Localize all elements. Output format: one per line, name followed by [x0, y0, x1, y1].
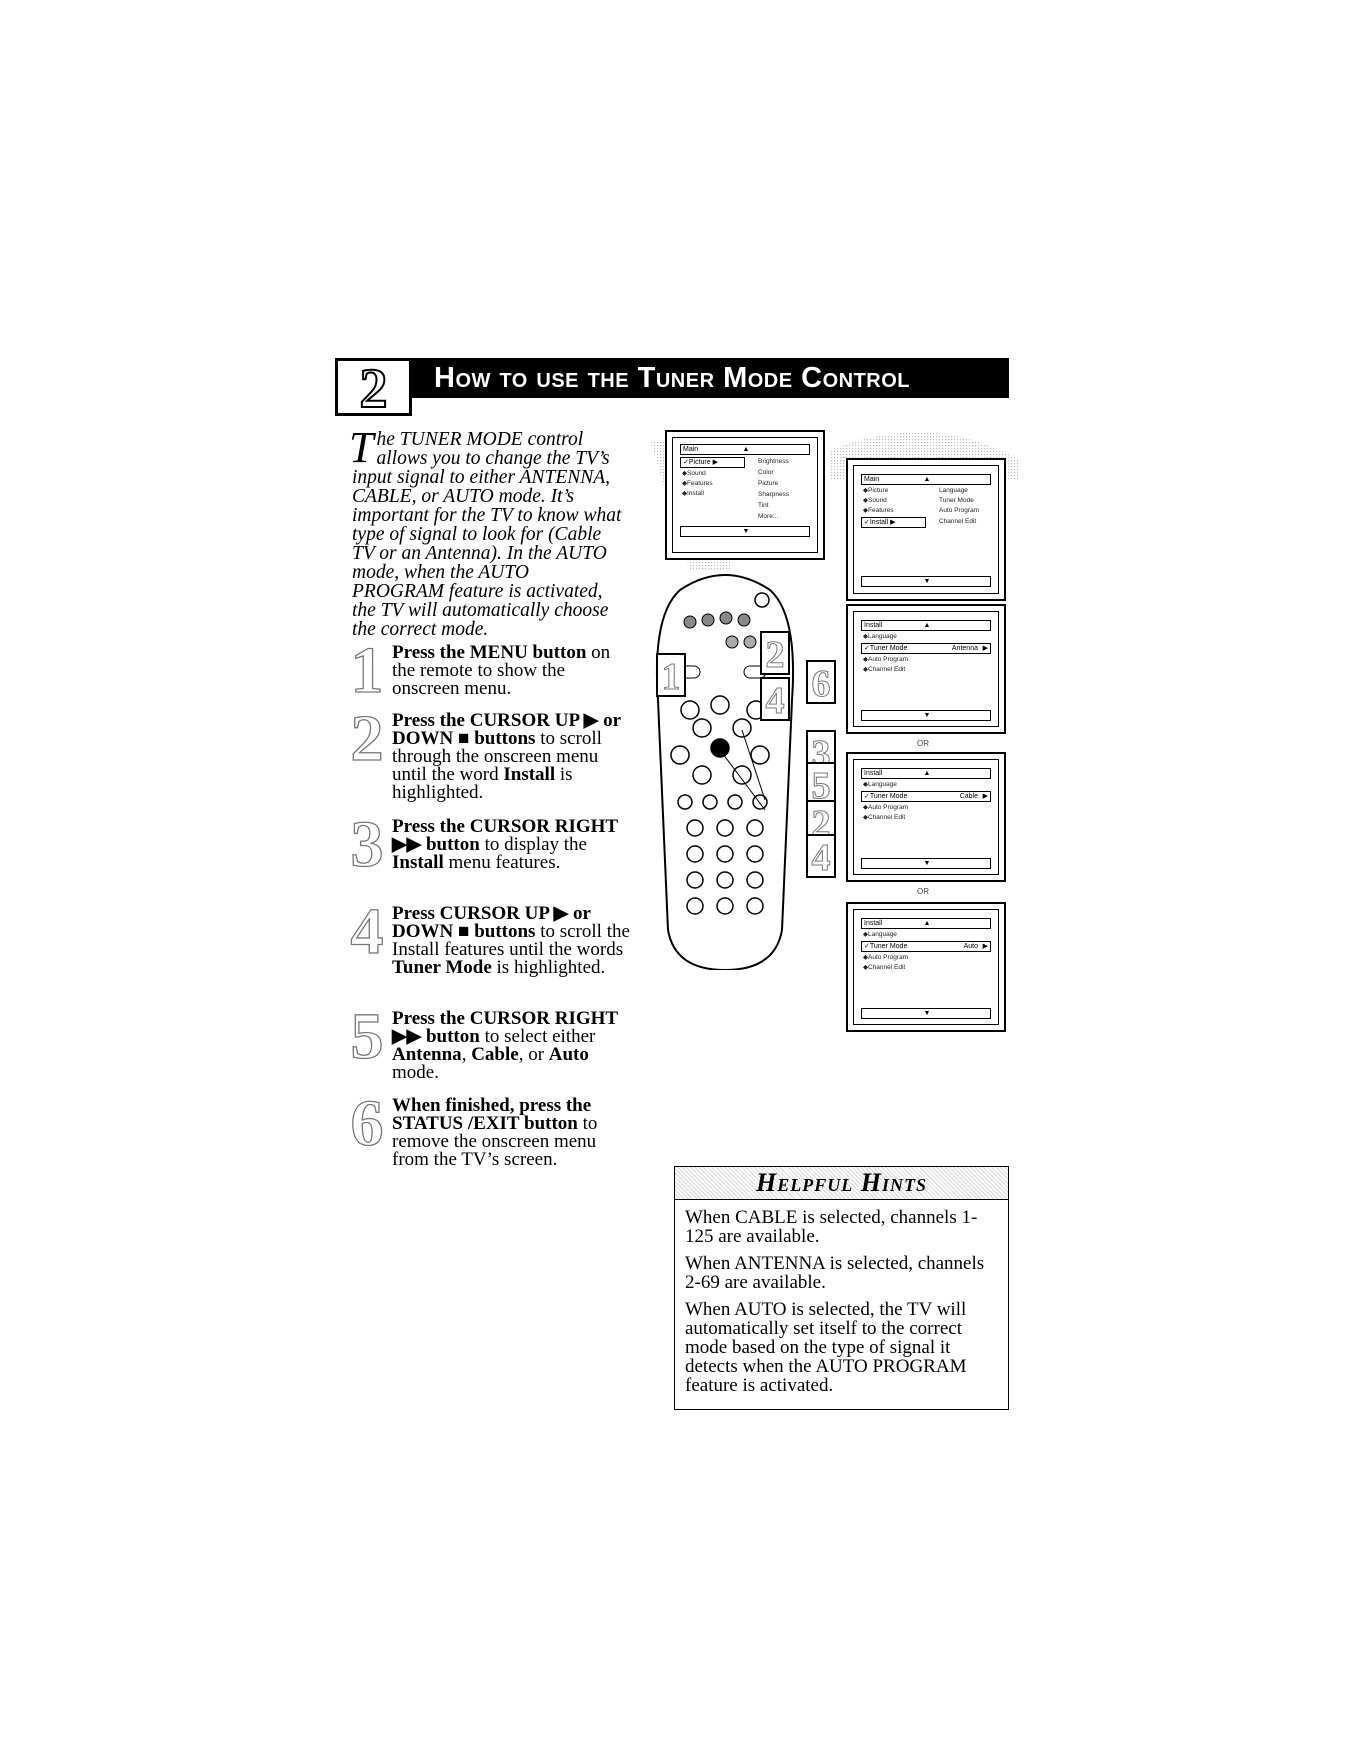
- menu-item: ◆Sound: [682, 470, 706, 477]
- menu-item: ◆Language: [863, 781, 897, 788]
- step-2: 2 Press the CURSOR UP ▶ or DOWN ■ button…: [350, 705, 632, 803]
- step-text: Press the MENU button on the remote to s…: [392, 642, 611, 699]
- submenu-item: Tuner Mode: [939, 497, 974, 504]
- drop-cap: T: [349, 423, 374, 472]
- remote-callout-5: 5: [806, 762, 836, 808]
- menu-item: ◆Channel Edit: [863, 814, 906, 821]
- submenu-item: Sharpness: [758, 491, 790, 498]
- cursor-up-button-icon: [710, 695, 730, 715]
- section-number: 2: [359, 357, 389, 421]
- menu-title-bar: Install▲: [861, 918, 991, 929]
- hint-item: When ANTENNA is selected, channels 2-69 …: [685, 1253, 985, 1293]
- or-label: OR: [917, 887, 929, 896]
- step-5: 5 Press the CURSOR RIGHT ▶▶ button to se…: [350, 1003, 632, 1083]
- cursor-right-button-icon: [732, 718, 752, 738]
- menu-item: ◆Picture: [863, 487, 889, 494]
- menu-bottom-bar: ▼: [680, 526, 810, 537]
- submenu-item: Tint: [758, 502, 769, 509]
- remote-callout-4b: 4: [806, 834, 836, 880]
- helpful-hints-box: Helpful Hints When CABLE is selected, ch…: [674, 1166, 1009, 1410]
- menu-bottom-bar: ▼: [861, 1008, 991, 1019]
- menu-item-highlighted: ✓Install ▶: [861, 517, 926, 528]
- remote-control-illustration: [655, 574, 795, 970]
- step-number: 2: [350, 702, 384, 775]
- remote-callout-4: 4: [760, 677, 790, 723]
- menu-item: ◆Channel Edit: [863, 964, 906, 971]
- submenu-item: Color: [758, 469, 774, 476]
- submenu-item: Channel Edit: [939, 518, 977, 525]
- power-button-icon: [754, 592, 770, 608]
- step-text: Press the CURSOR UP ▶ or DOWN ■ buttons …: [392, 710, 621, 803]
- section-title: How to use the Tuner Mode Control: [434, 362, 911, 394]
- submenu-item: Language: [939, 487, 968, 494]
- step-text: Press the CURSOR RIGHT ▶▶ button to disp…: [392, 816, 618, 873]
- menu-item: ◆Install: [682, 490, 704, 497]
- step-1: 1 Press the MENU button on the remote to…: [350, 637, 632, 704]
- menu-title-bar: Install▲: [861, 768, 991, 779]
- menu-button-icon: [680, 700, 700, 720]
- menu-item-highlighted: ✓Picture ▶: [680, 457, 745, 468]
- step-3: 3 Press the CURSOR RIGHT ▶▶ button to di…: [350, 811, 632, 878]
- tv-screen-main-menu: Main▲ ✓Picture ▶ ◆Sound ◆Features ◆Insta…: [665, 430, 825, 560]
- step-number: 6: [350, 1087, 384, 1160]
- cursor-down-button-icon: [710, 738, 730, 758]
- hint-item: When CABLE is selected, channels 1-125 a…: [685, 1207, 978, 1247]
- or-label: OR: [917, 739, 929, 748]
- menu-item: ◆Features: [863, 507, 894, 514]
- step-number: 4: [350, 895, 384, 968]
- step-text: Press the CURSOR RIGHT ▶▶ button to sele…: [392, 1008, 618, 1083]
- menu-item: ◆Features: [682, 480, 713, 487]
- remote-callout-1: 1: [656, 653, 686, 699]
- section-title-bar: How to use the Tuner Mode Control: [410, 358, 1009, 398]
- step-number: 5: [350, 1000, 384, 1073]
- tv-screen-install-menu: Main▲ ◆Picture ◆Sound ◆Features ✓Install…: [846, 458, 1006, 601]
- submenu-item: Auto Program: [939, 507, 980, 514]
- menu-title-bar: Install▲: [861, 620, 991, 631]
- menu-item: ◆Language: [863, 633, 897, 640]
- step-4: 4 Press CURSOR UP ▶ or DOWN ■ buttons to…: [350, 898, 632, 978]
- submenu-item: More...: [758, 513, 779, 520]
- menu-item: ◆Auto Program: [863, 656, 909, 663]
- remote-callout-2: 2: [760, 631, 790, 677]
- menu-item: ◆Language: [863, 931, 897, 938]
- hint-item: When AUTO is selected, the TV will autom…: [685, 1299, 967, 1396]
- helpful-hints-title: Helpful Hints: [675, 1167, 1008, 1200]
- menu-title-bar: Main▲: [680, 444, 810, 455]
- submenu-item: Picture: [758, 480, 779, 487]
- menu-item: ◆Auto Program: [863, 804, 909, 811]
- intro-text: he TUNER MODE control allows you to chan…: [352, 429, 622, 640]
- menu-item: ◆Channel Edit: [863, 666, 906, 673]
- step-6: 6 When finished, press the STATUS /EXIT …: [350, 1090, 632, 1170]
- menu-bottom-bar: ▼: [861, 576, 991, 587]
- menu-item: ◆Auto Program: [863, 954, 909, 961]
- menu-title-bar: Main▲: [861, 474, 991, 485]
- submenu-item: Brightness: [758, 458, 789, 465]
- remote-callout-6: 6: [806, 660, 836, 706]
- menu-bottom-bar: ▼: [861, 858, 991, 869]
- step-text: When finished, press the STATUS /EXIT bu…: [392, 1095, 598, 1170]
- step-number: 3: [350, 808, 384, 881]
- menu-bottom-bar: ▼: [861, 710, 991, 721]
- section-number-box: 2: [335, 357, 412, 421]
- step-text: Press CURSOR UP ▶ or DOWN ■ buttons to s…: [392, 903, 630, 978]
- step-number: 1: [350, 634, 384, 707]
- menu-item: ◆Sound: [863, 497, 887, 504]
